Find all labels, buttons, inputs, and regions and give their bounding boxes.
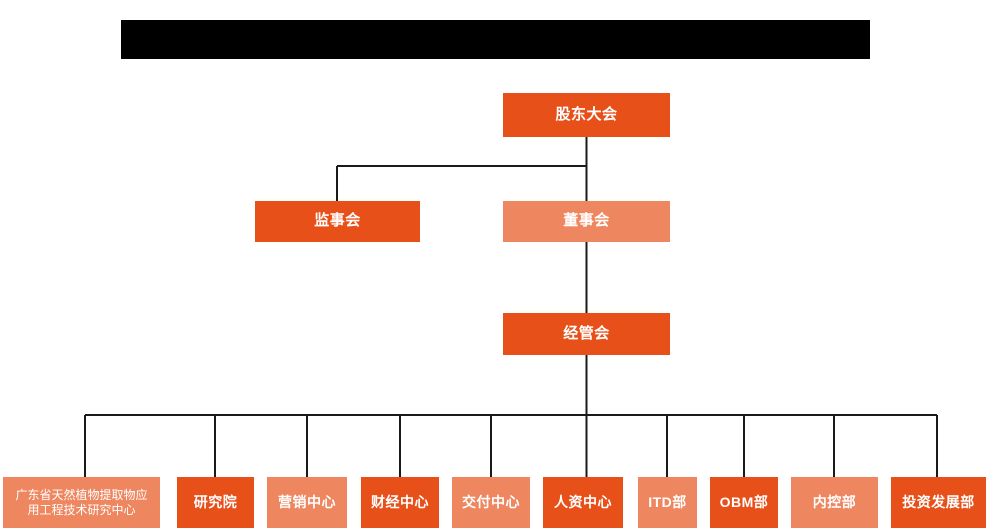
node-obm-department-label: OBM部 <box>719 493 769 510</box>
node-management-committee-label: 经管会 <box>563 324 610 342</box>
node-hr-center[interactable]: 人资中心 <box>543 477 623 528</box>
node-internal-control-department-label: 内控部 <box>812 493 857 510</box>
redacted-title-bar <box>121 20 870 59</box>
node-itd-department[interactable]: ITD部 <box>638 477 697 528</box>
node-board-of-supervisors[interactable]: 监事会 <box>255 201 420 242</box>
node-research-institute[interactable]: 研究院 <box>177 477 254 528</box>
node-shareholders-meeting-label: 股东大会 <box>555 105 618 123</box>
node-hr-center-label: 人资中心 <box>554 493 612 510</box>
node-finance-center[interactable]: 财经中心 <box>361 477 439 528</box>
node-management-committee[interactable]: 经管会 <box>503 313 670 355</box>
node-board-of-directors[interactable]: 董事会 <box>503 201 670 242</box>
node-delivery-center[interactable]: 交付中心 <box>452 477 530 528</box>
node-board-of-supervisors-label: 监事会 <box>314 212 361 230</box>
node-marketing-center[interactable]: 营销中心 <box>267 477 347 528</box>
node-shareholders-meeting[interactable]: 股东大会 <box>503 93 670 137</box>
node-investment-development-department[interactable]: 投资发展部 <box>891 477 986 528</box>
node-marketing-center-label: 营销中心 <box>278 493 336 510</box>
node-internal-control-department[interactable]: 内控部 <box>791 477 878 528</box>
node-delivery-center-label: 交付中心 <box>462 493 520 510</box>
node-research-institute-label: 研究院 <box>193 493 238 510</box>
node-investment-development-department-label: 投资发展部 <box>902 493 975 510</box>
node-board-of-directors-label: 董事会 <box>563 212 610 230</box>
node-itd-department-label: ITD部 <box>648 493 687 510</box>
node-guangdong-plant-extract-research-center[interactable]: 广东省天然植物提取物应 用工程技术研究中心 <box>3 477 160 528</box>
node-finance-center-label: 财经中心 <box>371 493 429 510</box>
node-guangdong-plant-extract-research-center-label: 广东省天然植物提取物应 用工程技术研究中心 <box>15 487 148 517</box>
node-obm-department[interactable]: OBM部 <box>710 477 778 528</box>
